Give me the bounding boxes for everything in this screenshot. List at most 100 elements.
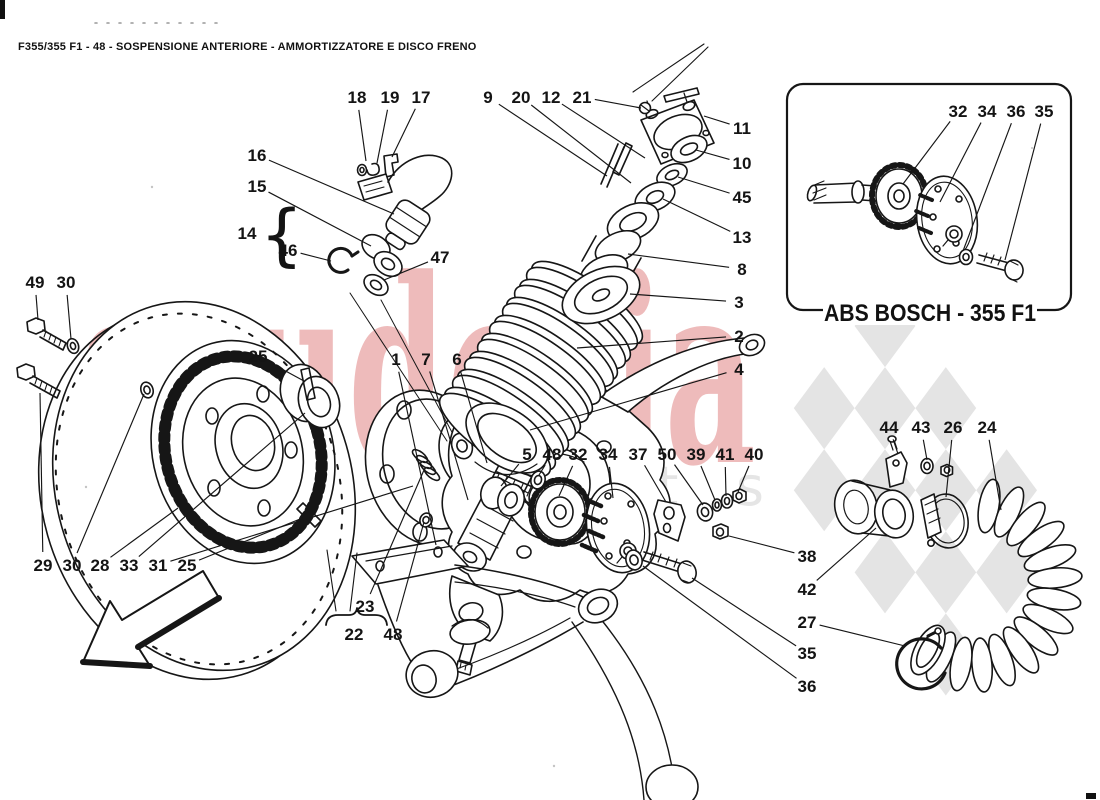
- callout-49: 49: [26, 273, 45, 292]
- callout-leader-25: [198, 516, 306, 561]
- callout-21: 21: [573, 88, 592, 107]
- callout-leader-28: [110, 507, 179, 558]
- axle-tone-wheel-drawing: [479, 470, 596, 547]
- callout-36: 36: [798, 677, 817, 696]
- callout-leader-34: [939, 122, 982, 203]
- callout-11: 11: [733, 119, 751, 138]
- callout-leader-37: [644, 464, 667, 503]
- callout-16: 16: [248, 146, 267, 165]
- callout-30: 30: [57, 273, 76, 292]
- callout-40: 40: [745, 445, 764, 464]
- callout-24: 24: [978, 418, 997, 437]
- callout-leader-45: [677, 176, 730, 194]
- callout-leader-24: [988, 439, 1002, 511]
- callout-31: 31: [149, 556, 168, 575]
- callout-32: 32: [569, 445, 588, 464]
- callout-7: 7: [421, 350, 430, 369]
- callout-28: 28: [91, 556, 110, 575]
- callout-38: 38: [798, 547, 817, 566]
- callout-leader-50: [674, 464, 704, 506]
- callout-48: 48: [543, 445, 562, 464]
- flag-cell: [915, 531, 977, 614]
- callout-leader-36: [962, 122, 1012, 252]
- callout-leader-12: [561, 103, 646, 159]
- callout-13: 13: [733, 228, 752, 247]
- callout-25: 25: [249, 347, 268, 366]
- callout-leader-4: [529, 372, 727, 431]
- page-title: F355/355 F1 - 48 - SOSPENSIONE ANTERIORE…: [18, 41, 477, 53]
- braces-and-reference-lines: {: [260, 196, 388, 626]
- callout-leader-21: [594, 98, 642, 109]
- callout-leader-2: [576, 336, 727, 349]
- callout-leader-29: [39, 392, 44, 553]
- callout-leader-49: [35, 294, 39, 321]
- callout-27: 27: [798, 613, 817, 632]
- callout-leader-25: [269, 361, 305, 382]
- callout-3: 3: [734, 293, 743, 312]
- abs-inset-label: ABS BOSCH - 355 F1: [824, 300, 1036, 327]
- callout-42: 42: [798, 580, 817, 599]
- callout-leader-9: [498, 103, 608, 177]
- callout-34: 34: [599, 445, 618, 464]
- callout-leader-30: [66, 294, 72, 340]
- callout-leader-15: [268, 191, 372, 247]
- callout-2: 2: [734, 327, 743, 346]
- callout-leader-17: [391, 108, 416, 158]
- callout-30: 30: [63, 556, 82, 575]
- callout-20: 20: [512, 88, 531, 107]
- callout-leader-42: [816, 527, 877, 581]
- callout-leader-32: [558, 465, 574, 497]
- hub-flange-plate-drawing: [579, 482, 747, 584]
- callout-leader-35: [1004, 123, 1042, 261]
- callout-4: 4: [734, 360, 744, 379]
- shock-absorber-drawing: [438, 43, 715, 572]
- callout-leader-1: [398, 371, 437, 546]
- callout-leader-44: [892, 439, 899, 455]
- disc-bolts-and-washers: [16, 317, 155, 399]
- callout-leader-6: [460, 371, 488, 464]
- callout-leader-48: [395, 521, 425, 622]
- callout-44: 44: [880, 418, 899, 437]
- callout-leader-41: [724, 466, 727, 497]
- brake-disc-drawing: [37, 300, 357, 681]
- callout-leader-5: [500, 463, 520, 487]
- callout-leader-47: [383, 261, 429, 281]
- callout-36: 36: [1007, 102, 1026, 121]
- callout-10: 10: [733, 154, 752, 173]
- callout-leader-23: [369, 469, 425, 595]
- callout-41: 41: [716, 445, 735, 464]
- brace-14: {: [260, 196, 303, 275]
- callout-37: 37: [629, 445, 648, 464]
- callout-47: 47: [431, 248, 450, 267]
- lower-control-arm-drawing: [351, 539, 619, 699]
- callout-18: 18: [348, 88, 367, 107]
- callout-9: 9: [483, 88, 492, 107]
- callout-leader-18: [358, 109, 367, 162]
- callout-48: 48: [384, 625, 403, 644]
- dowel-pins-drawing: [296, 367, 322, 528]
- callout-leader-35: [691, 577, 797, 647]
- callout-39: 39: [687, 445, 706, 464]
- flag-cell: [793, 367, 855, 450]
- callout-33: 33: [120, 556, 139, 575]
- callout-leader-30: [76, 393, 145, 554]
- callout-8: 8: [737, 260, 746, 279]
- brace-22: [325, 607, 388, 626]
- brake-cooling-duct-drawing: [833, 435, 1083, 693]
- direction-arrow: [80, 570, 222, 669]
- callout-leader-43: [922, 439, 928, 461]
- callout-1: 1: [391, 350, 400, 369]
- callout-leader-31: [170, 485, 414, 562]
- callout-19: 19: [381, 88, 400, 107]
- spacer-seal-drawing: [279, 363, 341, 429]
- callout-43: 43: [912, 418, 931, 437]
- callout-22: 22: [345, 625, 364, 644]
- callout-leader-36: [642, 565, 797, 679]
- callout-leader-46: [300, 252, 332, 262]
- callout-leader-34: [608, 466, 614, 499]
- callout-leader-8: [627, 253, 730, 268]
- callout-leader-38: [728, 535, 795, 554]
